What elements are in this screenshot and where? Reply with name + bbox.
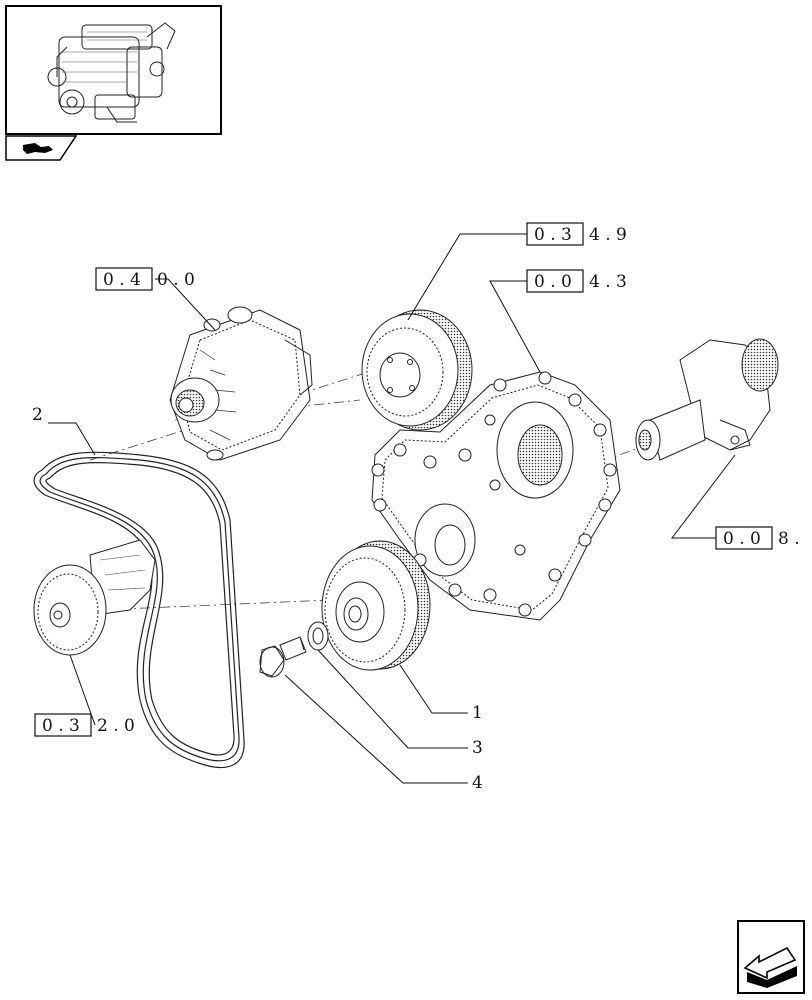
prev-page-button[interactable] — [737, 920, 805, 994]
svg-text:8 .: 8 . — [778, 529, 800, 549]
section-tab-icon — [5, 135, 78, 161]
engine-thumbnail — [5, 5, 222, 135]
section-tab[interactable] — [5, 135, 78, 161]
callout-2: 2 — [32, 405, 43, 425]
svg-text:0 . 0: 0 . 0 — [157, 270, 195, 290]
svg-text:0 . 3: 0 . 3 — [534, 225, 572, 245]
fan-pulley — [361, 309, 473, 431]
crankshaft — [635, 338, 779, 461]
svg-text:0 . 3: 0 . 3 — [42, 716, 80, 736]
timing-cover — [371, 371, 621, 621]
ref-water-pump[interactable]: 0 . 3 2 . 0 — [34, 713, 135, 737]
ref-fan-pulley[interactable]: 0 . 3 4 . 9 — [526, 222, 627, 246]
callout-1: 1 — [472, 703, 483, 723]
engine-thumbnail-icon — [47, 22, 176, 123]
ref-crankshaft[interactable]: 0 . 0 8 . — [715, 526, 800, 550]
svg-text:4 . 9: 4 . 9 — [589, 225, 627, 245]
ref-timing-cover[interactable]: 0 . 0 4 . 3 — [526, 269, 627, 293]
washer — [307, 621, 329, 651]
svg-text:0 . 0: 0 . 0 — [534, 272, 572, 292]
ref-alternator[interactable]: 0 . 4 0 . 0 — [95, 267, 195, 291]
belt — [33, 451, 245, 769]
svg-text:0 . 0: 0 . 0 — [723, 529, 761, 549]
screw — [259, 636, 307, 678]
water-pump — [33, 539, 156, 656]
alternator — [169, 306, 313, 461]
crankshaft-pulley — [321, 540, 431, 671]
svg-text:2 . 0: 2 . 0 — [97, 716, 135, 736]
svg-text:0 . 4: 0 . 4 — [103, 270, 141, 290]
callout-4: 4 — [472, 773, 483, 793]
svg-text:4 . 3: 4 . 3 — [589, 272, 627, 292]
callout-3: 3 — [472, 738, 483, 758]
prev-page-arrow-icon — [737, 920, 805, 994]
